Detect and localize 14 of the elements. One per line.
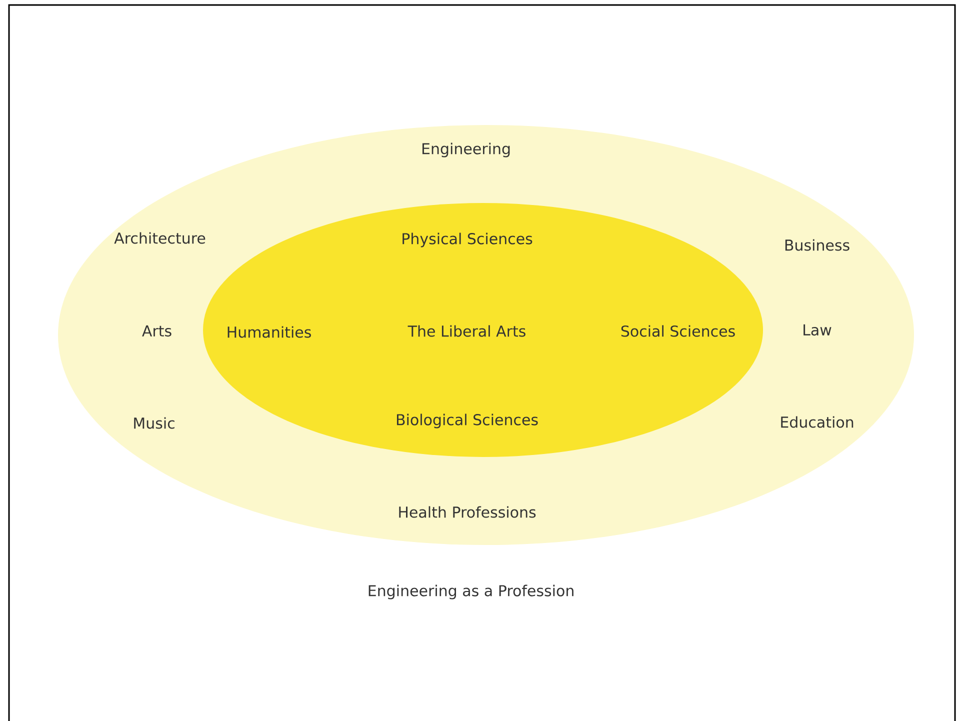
- field-label: Social Sciences: [621, 325, 735, 337]
- field-label: Architecture: [114, 232, 206, 244]
- field-label: Engineering: [422, 142, 510, 158]
- field-label: Physical Sciences: [402, 232, 532, 248]
- field-label: Health Professions: [399, 506, 536, 518]
- field-label: Law: [804, 324, 832, 336]
- field-label: Biological Sciences: [396, 414, 538, 428]
- field-label: Education: [781, 416, 854, 428]
- field-label: Music: [134, 417, 174, 429]
- field-label: The Liberal Arts: [408, 325, 526, 337]
- field-label: Humanities: [228, 326, 311, 338]
- field-label: Arts: [142, 325, 172, 337]
- field-label: Business: [785, 239, 850, 251]
- caption: Engineering as a Profession: [368, 584, 574, 600]
